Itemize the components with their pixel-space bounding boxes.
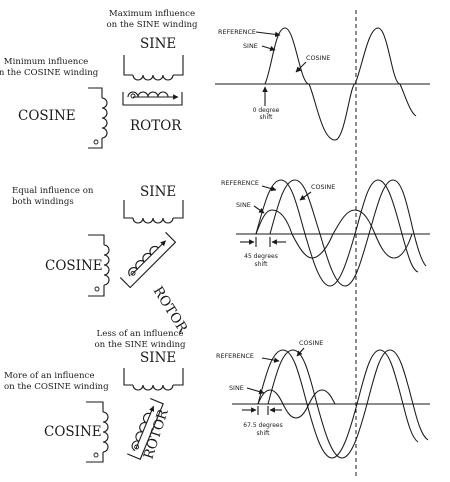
panel-2: Equal influence on both windings SINE CO… xyxy=(12,179,430,336)
annotation-top-line1: Less of an influence xyxy=(97,329,184,339)
sine-winding xyxy=(123,55,184,81)
rotor-label: ROTOR xyxy=(130,118,182,134)
sine-wave xyxy=(255,209,413,259)
cosine-pointer xyxy=(296,347,305,357)
annotation-top: Maximum influence on the SINE winding xyxy=(107,9,198,30)
annotation-top-line2: on the SINE winding xyxy=(107,20,198,30)
annotation-left: More of an influence on the COSINE windi… xyxy=(4,371,109,392)
cosine-label: COSINE xyxy=(44,424,102,440)
cosine-pointer xyxy=(299,191,312,201)
cosine-wave-label: COSINE xyxy=(306,54,330,62)
sine-pointer xyxy=(246,387,265,395)
cosine-wave-label: COSINE xyxy=(299,339,323,347)
waveform-1: REFERENCE SINE COSINE 0 degree shift xyxy=(215,27,430,141)
sine-pointer xyxy=(253,205,265,214)
annotation-left-line1: Minimum influence xyxy=(4,57,88,67)
cosine-wave-label: COSINE xyxy=(311,183,335,191)
annotation-left-line2: on the COSINE winding xyxy=(4,382,109,392)
annotation-left: Equal influence on both windings xyxy=(12,186,94,207)
shift-label-line2: shift xyxy=(257,430,271,437)
annotation-top-line2: on the SINE winding xyxy=(95,340,186,350)
reference-wave xyxy=(257,349,419,459)
sine-wave-label: SINE xyxy=(229,384,244,392)
sine-wave xyxy=(257,389,336,419)
polarity-dot xyxy=(130,93,136,99)
sine-wave-label: SINE xyxy=(243,42,258,50)
annotation-left: Minimum influence on the COSINE winding xyxy=(0,57,99,78)
sine-label: SINE xyxy=(140,36,176,52)
sine-pointer xyxy=(261,45,276,52)
rotor-winding xyxy=(127,397,164,460)
polarity-dot xyxy=(94,286,100,292)
rotor-winding xyxy=(122,91,183,106)
annotation-left-line2: on the COSINE winding xyxy=(0,68,99,78)
shift-label-line1: 45 degrees xyxy=(244,253,278,260)
reference-pointer xyxy=(261,185,277,192)
cosine-pointer xyxy=(295,61,307,73)
polarity-dot xyxy=(93,452,99,458)
cosine-winding xyxy=(86,401,109,463)
rotor-arrow xyxy=(131,240,166,276)
panel-3: Less of an influence on the SINE winding… xyxy=(4,329,430,463)
panel-1: Maximum influence on the SINE winding Mi… xyxy=(0,9,430,149)
annotation-top-line1: Maximum influence xyxy=(109,9,195,19)
sine-wave-label: SINE xyxy=(236,201,251,209)
shift-label-line2: shift xyxy=(255,261,269,268)
sine-winding xyxy=(123,200,184,224)
reference-label: REFERENCE xyxy=(218,28,256,36)
annotation-left-line2: both windings xyxy=(12,197,74,207)
sine-label: SINE xyxy=(140,184,176,200)
annotation-left-line1: Equal influence on xyxy=(12,186,94,196)
annotation-left-line1: More of an influence xyxy=(4,371,94,381)
rotor-winding xyxy=(119,231,177,289)
polarity-dot xyxy=(93,139,99,145)
cosine-winding xyxy=(88,87,108,149)
cosine-label: COSINE xyxy=(45,258,103,274)
waveform-2: REFERENCE SINE COSINE 45 degrees shift xyxy=(221,179,430,287)
shift-label-line1: 0 degree xyxy=(253,107,280,114)
cosine-winding xyxy=(88,234,110,297)
reference-label: REFERENCE xyxy=(216,352,254,360)
reference-label: REFERENCE xyxy=(221,179,259,187)
reference-pointer xyxy=(255,31,281,38)
shift-label-line1: 67.5 degrees xyxy=(243,422,282,429)
shift-label-line2: shift xyxy=(260,114,274,121)
reference-wave xyxy=(264,27,417,141)
cosine-wave xyxy=(269,179,427,287)
annotation-top: Less of an influence on the SINE winding xyxy=(95,329,186,350)
cosine-wave xyxy=(267,349,429,459)
rotor-arrow xyxy=(135,405,155,450)
sine-winding xyxy=(123,368,184,391)
waveform-3: REFERENCE SINE COSINE 67.5 degrees shift xyxy=(216,339,430,459)
reference-pointer xyxy=(261,357,280,363)
reference-wave xyxy=(255,179,419,287)
sine-label: SINE xyxy=(140,350,176,366)
cosine-label: COSINE xyxy=(18,108,76,124)
